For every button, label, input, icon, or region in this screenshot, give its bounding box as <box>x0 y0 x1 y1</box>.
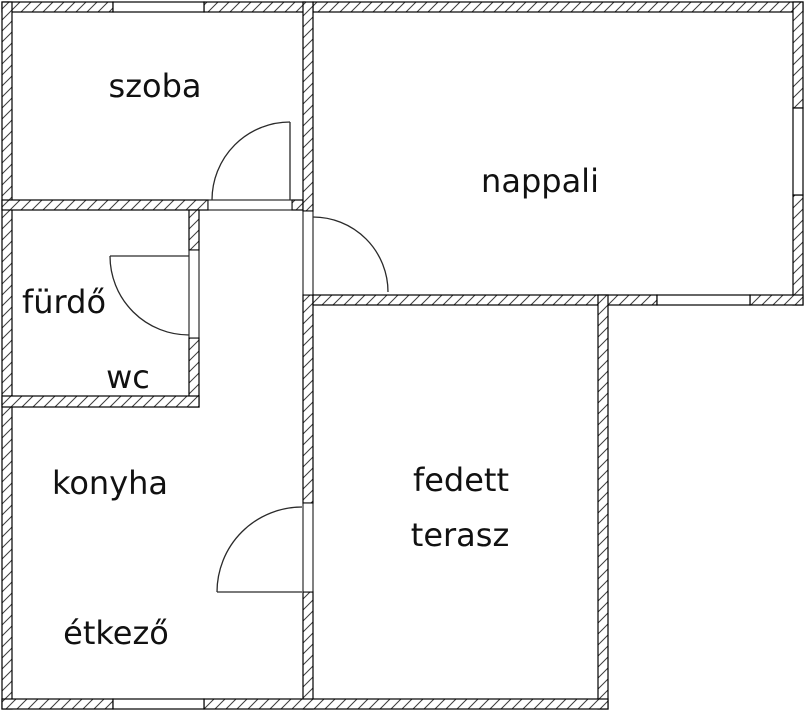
room-label-szoba: szoba <box>109 67 202 105</box>
wall-divider-middle <box>302 294 314 504</box>
door-opening-furdo <box>188 249 200 339</box>
door-opening-terasz <box>302 502 314 593</box>
wall-right-nappali-lower <box>792 194 804 306</box>
window-etkezo-bottom <box>112 698 205 710</box>
wall-top-nappali <box>312 1 804 13</box>
doors-group <box>109 121 389 593</box>
window-nappali-bottom <box>656 294 751 306</box>
room-label-fedett: fedett <box>413 461 509 499</box>
wall-szoba-bottom-left <box>1 199 209 211</box>
door-opening-szoba <box>207 199 293 211</box>
room-label-konyha: konyha <box>52 464 168 502</box>
wall-bottom-right <box>203 698 609 710</box>
room-labels-group: szoba nappali fürdő wc konyha étkező fed… <box>22 67 599 652</box>
wall-szoba-bottom-right <box>291 199 304 211</box>
wall-top-szoba-left <box>1 1 114 13</box>
wall-divider-lower <box>302 591 314 710</box>
wall-nappali-bottom-right <box>749 294 804 306</box>
wall-top-szoba-right <box>203 1 306 13</box>
door-arc-szoba <box>211 121 291 201</box>
room-label-wc: wc <box>106 358 150 396</box>
wall-divider-upper <box>302 1 314 212</box>
door-arc-furdo <box>109 255 190 336</box>
door-opening-nappali <box>302 210 314 296</box>
room-label-nappali: nappali <box>481 162 599 200</box>
wall-bottom-left <box>1 698 114 710</box>
wall-wc-bottom <box>1 395 200 408</box>
room-label-etkezo: étkező <box>63 614 169 652</box>
windows-group <box>112 1 804 710</box>
wall-furdo-right-upper <box>188 209 200 251</box>
wall-terasz-right <box>597 294 609 710</box>
door-openings-group <box>188 199 314 593</box>
room-label-furdo: fürdő <box>22 283 106 321</box>
wall-right-nappali-upper <box>792 1 804 109</box>
door-arc-terasz <box>216 506 303 593</box>
room-label-terasz: terasz <box>411 516 509 554</box>
window-szoba-top <box>112 1 205 13</box>
window-nappali-right <box>792 107 804 196</box>
wall-left-outer <box>1 1 13 710</box>
door-arc-nappali <box>312 216 389 293</box>
